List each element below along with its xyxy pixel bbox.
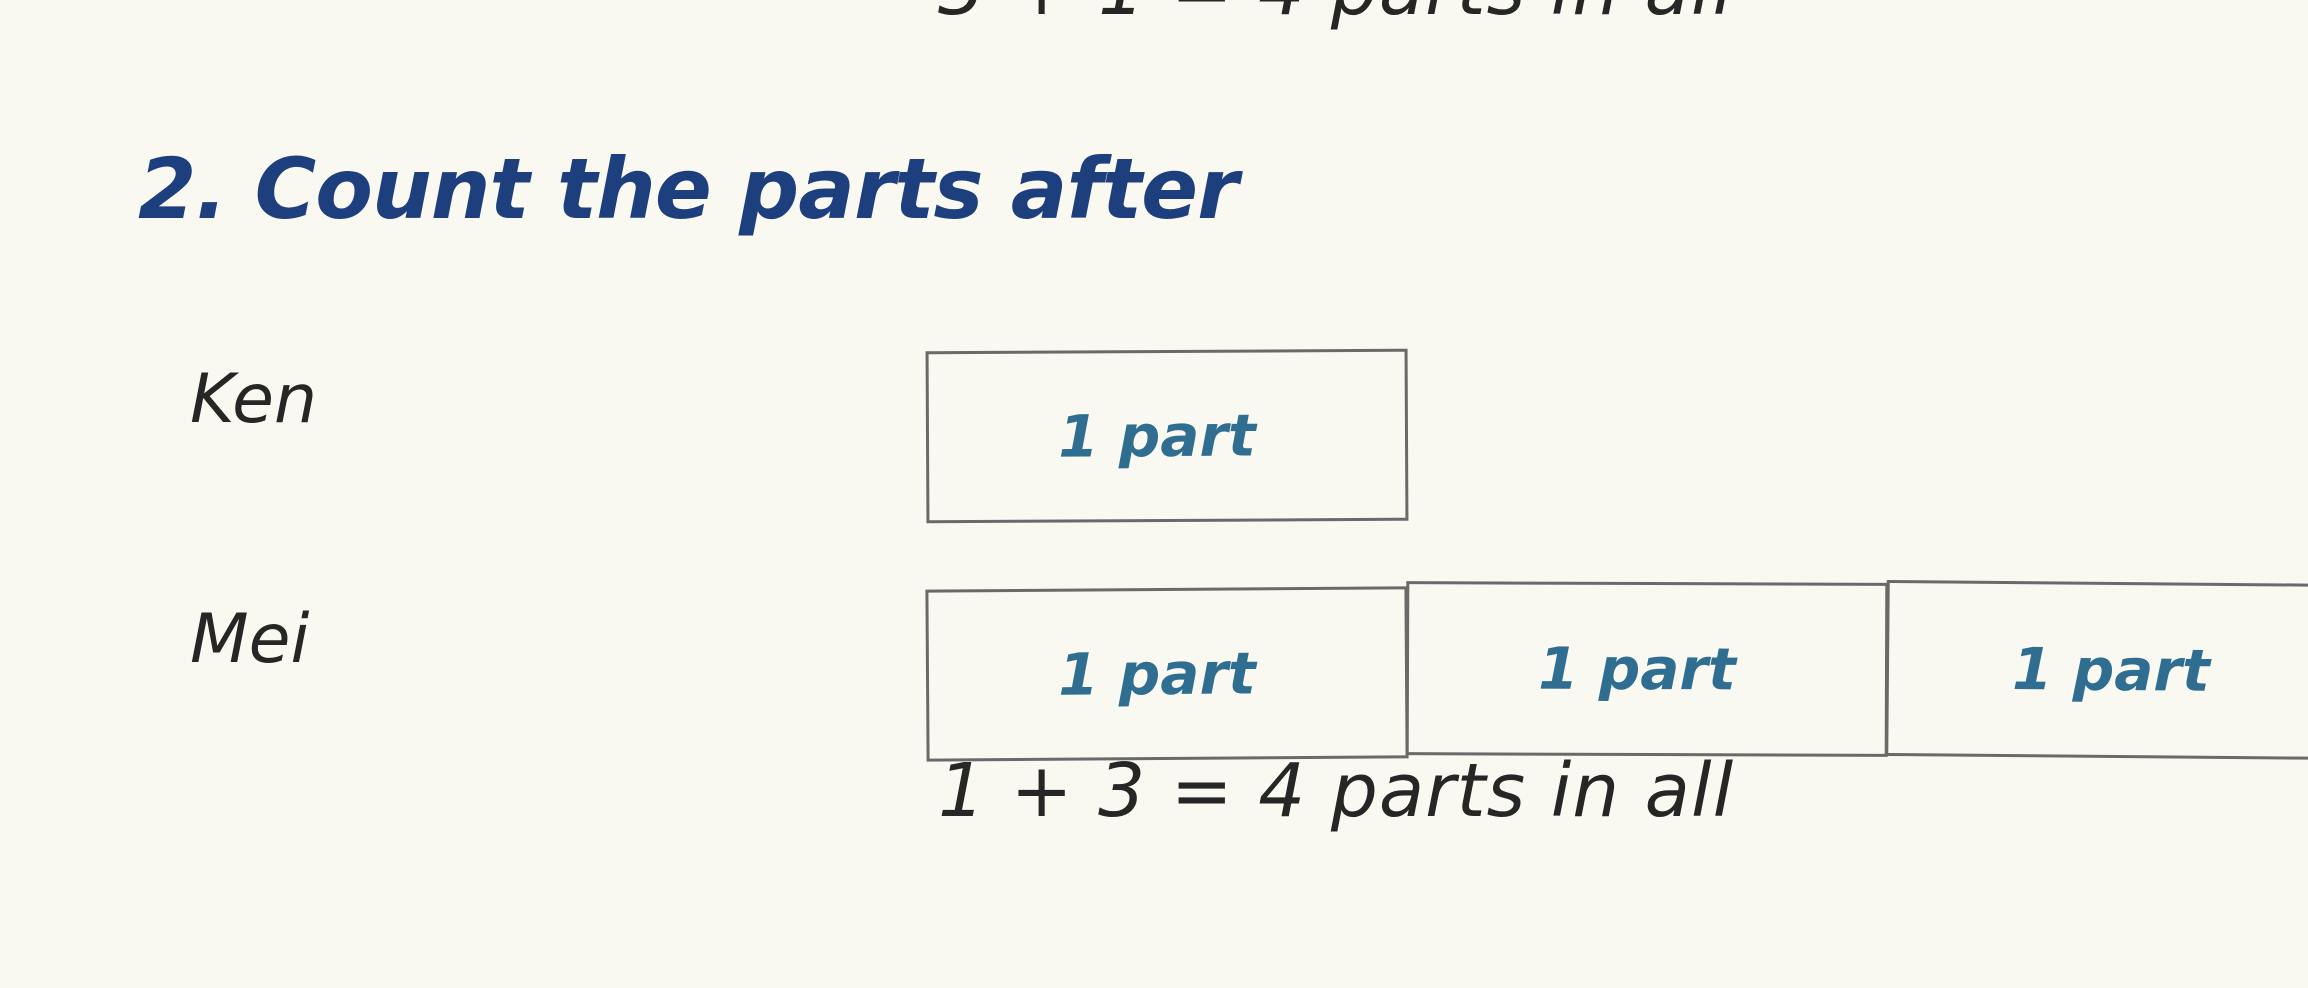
row-label-mei: Mei <box>190 600 310 679</box>
part-label: 1 part <box>1057 639 1257 709</box>
previous-equation: 3 + 1 = 4 parts in all <box>938 0 1734 32</box>
mei-part-box-1: 1 part <box>925 586 1409 762</box>
ken-part-box-1: 1 part <box>925 348 1409 524</box>
section-heading: 2. Count the parts after <box>138 140 1239 238</box>
part-label: 1 part <box>2011 635 2211 705</box>
mei-part-box-3: 1 part <box>1885 579 2308 761</box>
row-label-ken: Ken <box>190 360 318 439</box>
total-equation: 1 + 3 = 4 parts in all <box>938 748 1735 834</box>
part-label: 1 part <box>1058 401 1256 471</box>
mei-part-box-2: 1 part <box>1405 581 1889 757</box>
part-label: 1 part <box>1538 634 1736 704</box>
